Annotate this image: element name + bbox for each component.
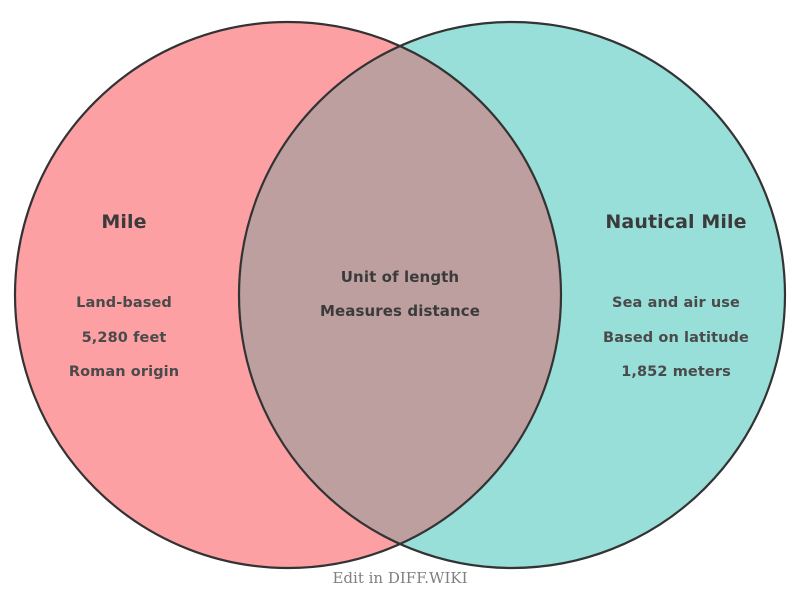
intersection-lens[interactable] [239,22,785,568]
right-set-outline [237,20,787,570]
left-set-outline [13,20,563,570]
edit-in-diff-wiki-link[interactable]: Edit in DIFF.WIKI [332,569,468,587]
